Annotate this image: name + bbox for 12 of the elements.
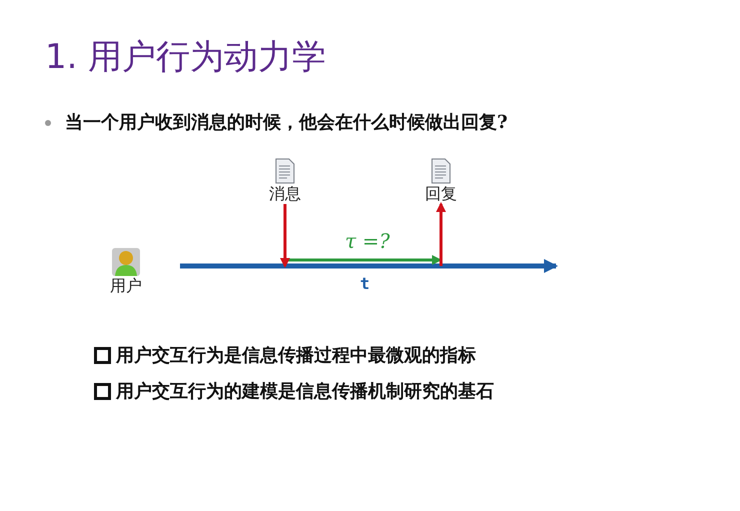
arrow (436, 202, 446, 266)
question-text: 当一个用户收到消息的时候，他会在什么时候做出回复? (65, 111, 508, 134)
node-label: 消息 (269, 184, 301, 204)
node-label: 回复 (425, 184, 457, 204)
point-text: 用户交互行为的建模是信息传播机制研究的基石 (116, 380, 494, 403)
point-text: 用户交互行为是信息传播过程中最微观的指标 (116, 344, 476, 367)
slide-title: 1. 用户行为动力学 (45, 36, 326, 79)
node-label: 用户 (110, 276, 142, 296)
time-axis (180, 259, 558, 273)
axis-label: t (360, 274, 370, 293)
interval-label: τ =? (345, 229, 390, 253)
arrow (280, 204, 290, 268)
